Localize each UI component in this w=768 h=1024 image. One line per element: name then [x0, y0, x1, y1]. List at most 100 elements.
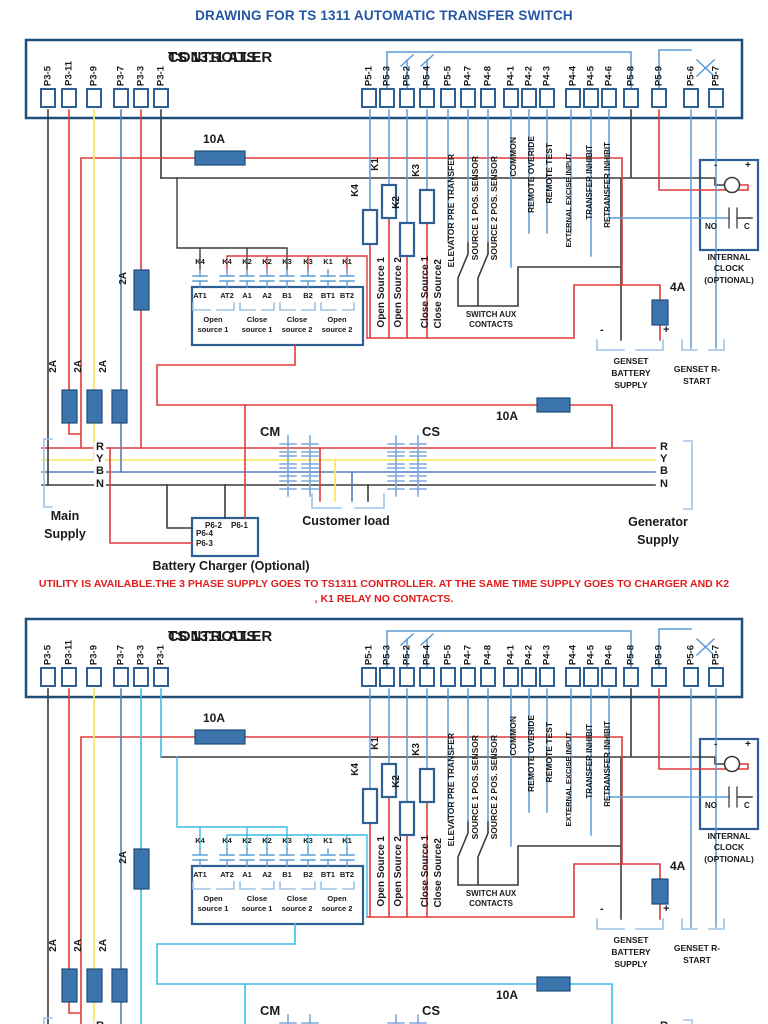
- bus-label-r-right: R: [658, 1021, 670, 1024]
- bus-label-n-right: N: [658, 478, 670, 490]
- contactor-cs-label: CS: [422, 424, 441, 439]
- terminal: P3-9: [85, 621, 103, 687]
- contact-relay-label: K4: [222, 257, 232, 266]
- fuse-10a-gen: [536, 397, 571, 413]
- fuse-2a-r: [61, 389, 78, 424]
- fuse-2a-y: [86, 389, 103, 424]
- fuse-2a-b: [111, 968, 128, 1003]
- terminal-square: [86, 667, 102, 687]
- caption-note-line2: , K1 RELAY NO CONTACTS.: [314, 593, 454, 605]
- terminal-square: [521, 88, 537, 108]
- terminal: P5-5: [439, 621, 457, 687]
- fuse-10a-main-label: 10A: [203, 711, 226, 725]
- terminal-square: [503, 667, 519, 687]
- fuse-10a-gen-label: 10A: [496, 988, 519, 1002]
- terminal: P4-6: [600, 42, 618, 108]
- fuse-10a-gen-label: 10A: [496, 409, 519, 423]
- terminal-square: [133, 88, 149, 108]
- relay-coil-k4: [361, 787, 379, 825]
- terminal-square: [521, 667, 537, 687]
- terminal: P5-8: [622, 621, 640, 687]
- fuse-4a: [651, 878, 669, 905]
- signal-label: ELEVATOR PRE TRANSFER: [446, 153, 456, 267]
- contact-relay-label: K1: [323, 836, 333, 845]
- bus-label-y-right: Y: [658, 453, 670, 465]
- generator-supply-label: Generator Supply: [628, 515, 688, 547]
- fuse-10a-main-label: 10A: [203, 132, 226, 146]
- terminal-square: [460, 667, 476, 687]
- clock-c-label: C: [744, 801, 750, 810]
- signal-label: SOURCE 1 POS. SENSOR: [470, 734, 480, 839]
- contact-terminal-label: BT1: [320, 870, 336, 879]
- clock-c-label: C: [744, 222, 750, 231]
- terminal-square: [623, 667, 639, 687]
- fuse-10a-main: [194, 729, 246, 745]
- terminal: P4-3: [538, 42, 556, 108]
- fuse-2a-mid: [133, 269, 150, 311]
- relay-coil-k4: [361, 208, 379, 246]
- battery-plus: +: [663, 903, 670, 915]
- terminal-square: [40, 667, 56, 687]
- fuse-2a-label: 2A: [73, 360, 84, 373]
- contact-terminal-label: AT2: [220, 870, 234, 879]
- signal-label: REMOTE OVERIDE: [526, 136, 536, 213]
- terminal-square: [480, 667, 496, 687]
- terminal-square: [379, 667, 395, 687]
- terminal: P5-5: [439, 42, 457, 108]
- controller-title-line1: TS 1311 ATS: [168, 628, 257, 645]
- contact-terminal-label: AT1: [193, 870, 207, 879]
- charger-terminal-p6-1: P6-1: [231, 521, 248, 530]
- fuse-2a-label: 2A: [48, 939, 59, 952]
- terminal: P3-1: [152, 42, 170, 108]
- terminal-square: [399, 88, 415, 108]
- terminal-square: [440, 88, 456, 108]
- bus-label-r-right: R: [658, 441, 670, 453]
- terminal-square: [601, 88, 617, 108]
- battery-plus: +: [663, 324, 670, 336]
- internal-clock-caption: INTERNAL CLOCK (OPTIONAL): [704, 831, 754, 864]
- fuse-2a-y: [86, 968, 103, 1003]
- terminal-square: [623, 88, 639, 108]
- contact-relay-label: K2: [262, 257, 272, 266]
- terminal: P5-7: [707, 621, 725, 687]
- relay-coil-k3: [418, 767, 436, 804]
- terminal-square: [683, 88, 699, 108]
- contact-relay-label: K4: [195, 257, 205, 266]
- controller-title-line1: TS 1311 ATS: [168, 49, 257, 66]
- contact-terminal-label: B1: [282, 291, 292, 300]
- terminal: P4-8: [479, 621, 497, 687]
- terminal-square: [153, 88, 169, 108]
- switch-aux-contacts-label: SWITCH AUX CONTACTS: [465, 889, 517, 909]
- clock-plus: +: [745, 739, 751, 750]
- terminal-square: [583, 667, 599, 687]
- battery-charger-box: [190, 516, 260, 558]
- fuse-2a-r: [61, 968, 78, 1003]
- relay-coil-k2: [398, 800, 416, 837]
- contact-relay-label: K4: [222, 836, 232, 845]
- relay-coil-k1: [380, 183, 398, 220]
- charger-terminal-p6-2: P6-2: [205, 521, 222, 530]
- terminal-square: [113, 88, 129, 108]
- contact-group-label: Open source 1: [197, 894, 229, 913]
- terminal-square: [361, 88, 377, 108]
- terminal-square: [153, 667, 169, 687]
- terminal: P3-7: [112, 621, 130, 687]
- contact-group-label: Open source 2: [321, 315, 353, 334]
- contact-relay-label: K4: [195, 836, 205, 845]
- terminal: P4-7: [459, 42, 477, 108]
- terminal: P4-8: [479, 42, 497, 108]
- contact-relay-label: K1: [342, 836, 352, 845]
- signal-label: COMMON: [508, 137, 518, 177]
- relay-coil-k3: [418, 188, 436, 225]
- terminal: P4-7: [459, 621, 477, 687]
- terminal-square: [419, 88, 435, 108]
- battery-minus: -: [600, 324, 604, 336]
- signal-label: EXTERNAL EXCISE INPUT: [564, 731, 573, 826]
- contact-relay-label: K2: [262, 836, 272, 845]
- terminal: P4-3: [538, 621, 556, 687]
- contact-terminal-label: B2: [303, 291, 313, 300]
- fuse-2a-b: [111, 389, 128, 424]
- terminal: P4-1: [502, 42, 520, 108]
